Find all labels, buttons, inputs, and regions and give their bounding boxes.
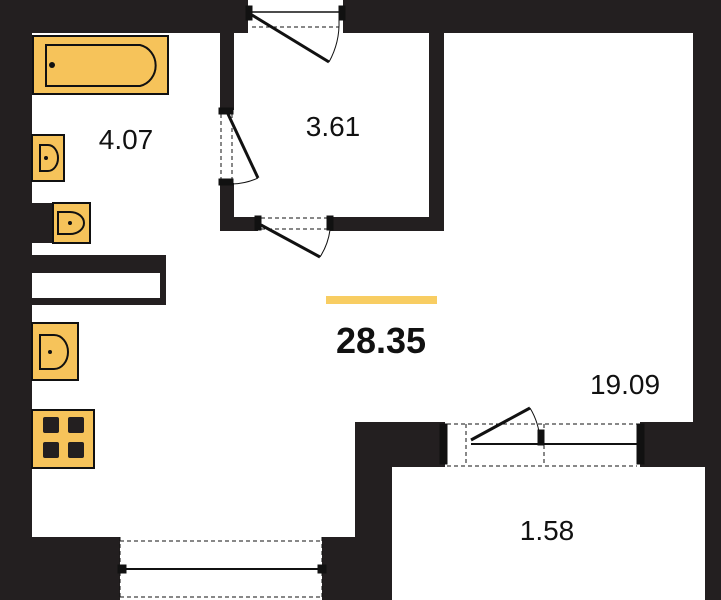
wall-hallway-bottom-right [330,217,444,231]
wall-outer-top-left [0,0,248,33]
wall-balcony-left [355,422,392,600]
wall-outer-left [0,0,32,600]
wall-outer-right [693,0,721,425]
bathtub-icon [32,35,169,95]
wall-bathroom-right-upper [220,22,234,110]
balcony-door [439,406,645,467]
wall-hallway-right [429,20,444,231]
balcony-area-label: 1.58 [520,515,575,546]
bathroom-door [218,107,260,186]
wall-closet-top [28,268,166,275]
wall-closet-bottom [28,298,166,305]
stove-icon [31,409,95,469]
bottom-window [117,537,327,600]
hallway-door [254,215,334,259]
wall-outer-top-right [343,0,721,33]
entrance-door [245,0,346,64]
wall-balcony-right [705,422,721,600]
sink-icon [31,134,65,182]
living-room-area-label: 19.09 [590,369,660,400]
bathroom-area-label: 4.07 [99,124,154,155]
total-area-accent-bar [326,296,437,304]
hallway-area-label: 3.61 [306,111,361,142]
toilet-icon [32,202,91,244]
wall-bottom-left [0,537,120,600]
kitchen-sink-icon [31,322,79,381]
wall-hallway-bottom-left [220,217,258,231]
wall-closet-right [160,268,166,305]
total-area-label: 28.35 [336,320,426,361]
